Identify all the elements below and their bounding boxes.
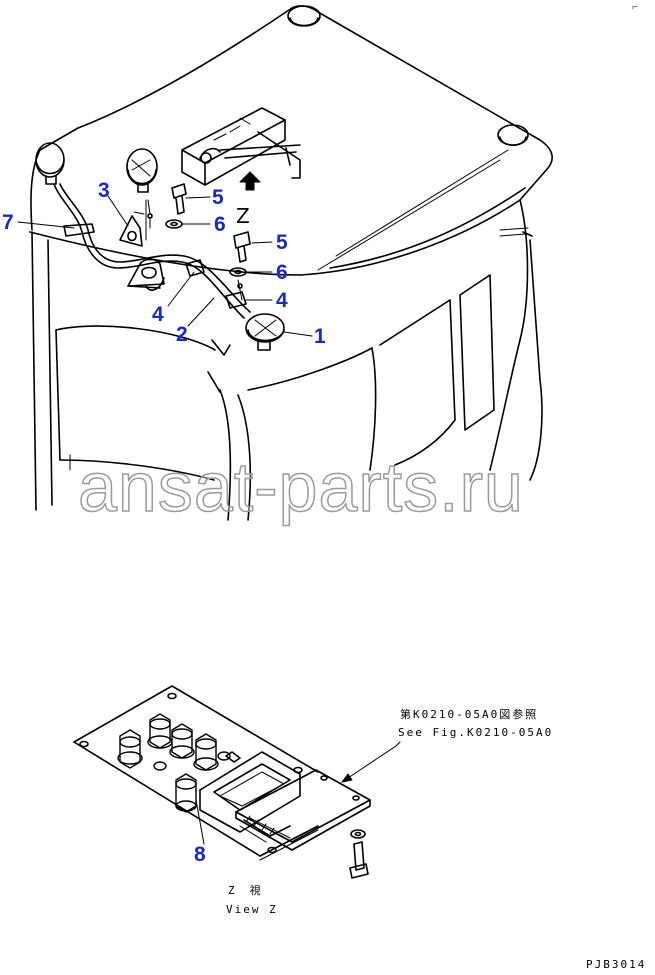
callout-8[interactable]: 8 bbox=[194, 843, 206, 866]
callout-4b[interactable]: 4 bbox=[152, 303, 164, 326]
view-label-en: View Z bbox=[226, 903, 278, 916]
roof-bracket bbox=[181, 107, 301, 186]
watermark: ansat-parts.ru bbox=[77, 448, 524, 526]
callout-1[interactable]: 1 bbox=[314, 325, 326, 348]
reference-jp: 第K0210-05A0図参照 bbox=[400, 708, 539, 721]
lamp-harness bbox=[35, 142, 285, 351]
view-z-drawing bbox=[73, 685, 401, 879]
cab-body bbox=[29, 5, 553, 521]
callout-6a[interactable]: 6 bbox=[214, 213, 226, 236]
callout-5a[interactable]: 5 bbox=[212, 186, 224, 209]
callout-6b[interactable]: 6 bbox=[276, 261, 288, 284]
drawing-code: PJB3014 bbox=[586, 958, 647, 971]
view-arrow bbox=[239, 171, 261, 191]
view-label-jp: Z 視 bbox=[228, 884, 263, 897]
callout-7[interactable]: 7 bbox=[2, 211, 14, 234]
callout-4a[interactable]: 4 bbox=[276, 289, 288, 312]
corner-mark: ⌐ bbox=[632, 2, 638, 13]
view-letter: Z bbox=[236, 204, 250, 228]
callout-5b[interactable]: 5 bbox=[276, 231, 288, 254]
callout-2[interactable]: 2 bbox=[176, 323, 188, 346]
leader-lines bbox=[17, 195, 313, 337]
reference-en: See Fig.K0210-05A0 bbox=[398, 726, 554, 739]
callout-3[interactable]: 3 bbox=[98, 179, 110, 202]
